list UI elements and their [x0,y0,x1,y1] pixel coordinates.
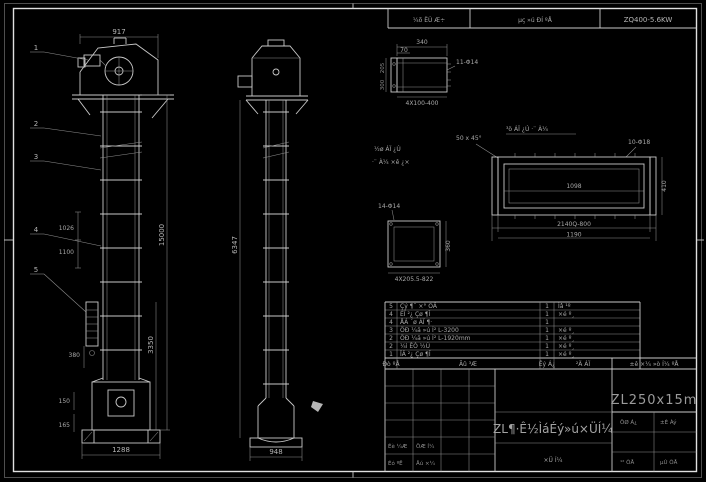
cell-sheet-no: µÚ ÕÅ [660,459,678,466]
dim-base-width: 1288 [112,446,130,454]
dim-casing-middle: 1190 [566,232,581,239]
table-header-name: Ãû ³Æ [459,361,477,368]
note-inlet-holes: 11-Φ14 [456,59,478,66]
label-casing-title: ³ö ÁÏ ¿Ú ·¨ À¼ [506,126,548,133]
dim-mid-a: 1026 [59,225,74,232]
note-flange-spacing: 4X205.5-822 [395,276,434,283]
row-qty: 1 [545,311,549,318]
header-cell-reducer: ¼õ ËÙ Æ÷ [413,17,445,24]
label-casing-line2: ·¨ À¼ ×ê ¿× [372,159,409,166]
dim-casing-side: 410 [661,180,668,192]
parts-table: 5 Çý ¶¯ ×° ÖÃ 1 Íâ ¹º 4 ÉÏ ²¿ Çø ¶Î 1 ×é… [382,301,697,472]
row-qty: 1 [545,303,549,310]
dim-side-base: 948 [269,448,282,456]
row-mat: ×é º¸ [558,343,574,350]
row-mat: ×é º¸ [558,327,574,334]
row-mat: Íâ ¹º [558,303,571,310]
dim-inlet-offset: 70 [400,47,408,54]
detail-square-flange: 14-Φ14 360 4X205.5-822 [378,203,452,283]
side-view-dimensions: 6347 948 [231,100,303,461]
row-name: Çý ¶¯ ×° ÖÃ [400,303,438,310]
cell-weight: ÖØ Á¿ [620,419,637,426]
drawing-frame [4,3,704,478]
drawing-title: ZL¶·Ê½ÌáÉý»ú×ÜÍ¼ [493,420,613,436]
row-name: ÉÏ ²¿ Çø ¶Î [400,310,431,318]
side-view [237,39,309,448]
balloon-3: 3 [34,153,38,161]
dim-total-height: 15000 [158,224,166,246]
cell-approved: Åú ×¼ [416,460,436,467]
row-no: 1 [389,351,393,358]
row-name: ÖÐ ¼ä »ú Í² L-1920mm [400,335,471,342]
dim-mid-b: 1100 [59,249,74,256]
balloon-4: 4 [34,226,39,234]
row-name: ¼ì ÊÓ ½Ú [400,342,430,350]
dim-foot-b: 165 [59,422,71,429]
row-mat: ×é º¸ [558,351,574,358]
row-no: 4 [389,311,393,318]
dim-foot-a: 150 [59,398,71,405]
note-chamfer: 50 x 45° [456,135,482,142]
row-no: 4 [389,319,393,326]
header-cell-motor-model: ZQ400-5.6KW [624,16,673,24]
cell-drawn: ÖÆ Í¼ [416,443,435,450]
label-casing-line1: ½ø ÁÏ ¿Ú [374,146,401,153]
drawing-bottom-label: ×Ü Í¼ [544,457,563,464]
note-casing-holes: 10-Φ18 [628,139,650,146]
front-view-dimensions: 917 15000 3350 1026 1100 380 150 165 128… [59,28,170,459]
dim-inlet-side-a: 205 [380,62,386,73]
row-qty: 1 [545,327,549,334]
detail-casing-section: ½ø ÁÏ ¿Ú ·¨ À¼ ×ê ¿× 50 x 45° ³ö ÁÏ ¿Ú ·… [372,126,668,241]
item-balloons: 1 2 3 4 5 [30,44,102,313]
row-name: ÏÂ ²¿ Çø ¶Î [400,351,431,358]
row-name: ÅÁ ´ø ÁÏ ¶· [400,319,432,326]
row-qty: 1 [545,319,549,326]
table-header-mat: ²Ä ÁÏ [576,361,591,368]
header-strip: ¼õ ËÙ Æ÷ µç »ú ÐÍ ºÅ ZQ400-5.6KW [387,8,697,29]
dim-head-width: 917 [112,28,125,36]
row-no: 3 [389,327,393,334]
cell-designed: Éè ¼Æ [388,442,407,450]
row-mat: ×é º¸ [558,311,574,318]
balloon-2: 2 [34,120,38,128]
row-qty: 1 [545,343,549,350]
cell-checked: Éó ºË [388,459,403,467]
table-header-qty: Êý Á¿ [539,360,556,368]
solid-marker [311,401,323,412]
row-name: ÖÐ ¼ä »ú Í² L-3200 [400,327,459,334]
dim-casing-inner: 1098 [566,183,581,190]
header-cell-motor-label: µç »ú ÐÍ ºÅ [518,17,553,24]
row-qty: 1 [545,351,549,358]
cell-sheets: ¹² ÕÅ [620,459,634,466]
cell-scale: ±È Àý [660,418,677,426]
dim-side-height: 6347 [231,236,239,254]
dim-casing-outer: 2140Q-800 [557,221,591,228]
note-flange-holes: 14-Φ14 [378,203,400,210]
table-header-no: Ðò ºÅ [382,361,400,368]
row-mat: ×é º¸ [558,335,574,342]
dim-boot-height: 3350 [147,336,155,354]
note-inlet-spacing: 4X100-400 [406,100,439,107]
row-no: 2 [389,343,393,350]
detail-inlet-section: 340 70 11-Φ14 205 300 4X100-400 [380,39,478,107]
table-header-note: ±ê ×¼ »ò Í¼ ºÅ [629,361,679,368]
drawing-number: ZL250x15m [611,393,698,408]
front-view [72,37,174,444]
balloon-1: 1 [34,44,38,52]
dim-ladder: 380 [69,352,81,359]
title-block: Éè ¼Æ ÖÆ Í¼ Éó ºË Åú ×¼ ZL¶·Ê½ÌáÉý»ú×ÜÍ¼… [385,369,697,472]
dim-inlet-width: 340 [416,39,428,46]
balloon-5: 5 [34,266,38,274]
row-qty: 1 [545,335,549,342]
row-no: 5 [389,303,393,310]
dim-flange-side: 360 [445,240,452,252]
dim-inlet-side-b: 300 [380,79,386,90]
row-no: 2 [389,335,393,342]
